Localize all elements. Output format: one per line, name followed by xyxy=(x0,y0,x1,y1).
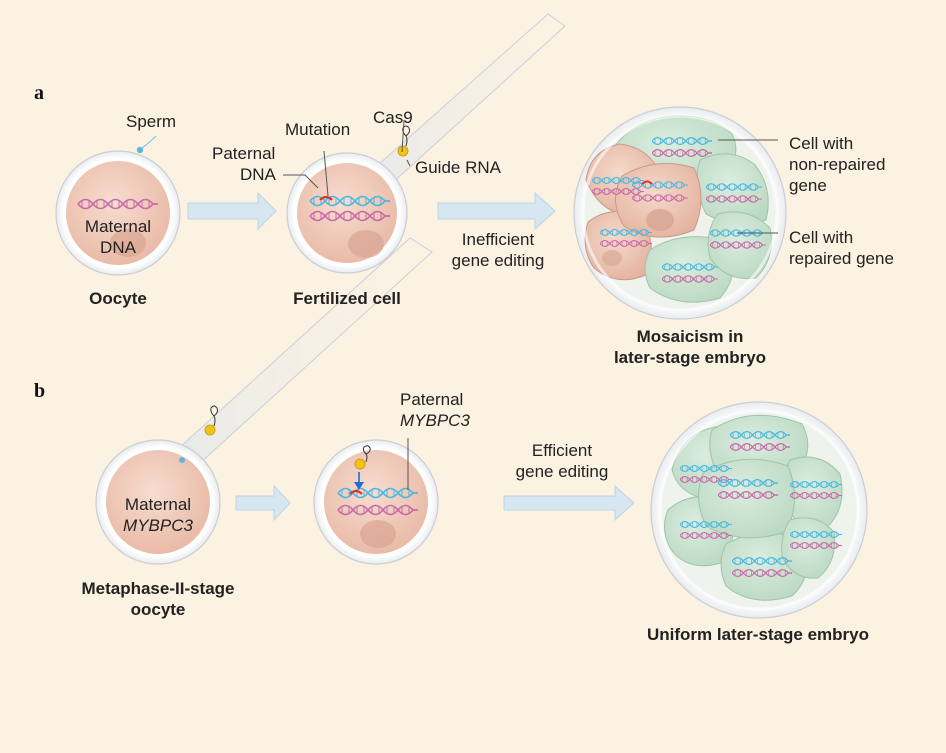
arrow-injected-to-uniform xyxy=(503,484,635,522)
caption-mosaicism-line1: Mosaicism in xyxy=(636,327,744,346)
arrow-fertilized-to-mosaic xyxy=(437,191,556,231)
injected-cell xyxy=(313,439,439,565)
label-maternal-dna-line1: Maternal xyxy=(84,217,152,236)
label-paternal-dna-line2: DNA xyxy=(240,165,276,184)
arrow-metaphase-to-injected xyxy=(235,484,291,522)
label-cell-nonrepaired-line3: gene xyxy=(789,176,827,195)
label-maternal-mybpc3-line1: Maternal xyxy=(124,495,192,514)
label-paternal-mybpc3-line1: Paternal xyxy=(400,390,464,409)
label-paternal-dna-line1: Paternal xyxy=(212,144,276,163)
label-cas9: Cas9 xyxy=(373,108,413,127)
label-paternal-mybpc3-line2: MYBPC3 xyxy=(400,411,470,430)
leader-lines xyxy=(283,119,778,490)
label-maternal-mybpc3-line2: MYBPC3 xyxy=(123,516,193,535)
label-mutation: Mutation xyxy=(285,120,351,139)
label-inefficient-line1: Inefficient xyxy=(461,230,535,249)
uniform-embryo xyxy=(650,401,868,619)
panel-label-b: b xyxy=(34,380,46,402)
label-cell-repaired-line2: repaired gene xyxy=(789,249,894,268)
metaphase-oocyte xyxy=(95,439,221,565)
label-maternal-dna-line2: DNA xyxy=(100,238,136,257)
arrow-oocyte-to-fertilized xyxy=(187,191,277,231)
caption-metaphase-line2: oocyte xyxy=(130,600,186,619)
label-efficient-line1: Efficient xyxy=(531,441,593,460)
fertilized-cell xyxy=(286,152,408,274)
caption-fertilized-cell: Fertilized cell xyxy=(293,289,401,308)
caption-mosaicism-line2: later-stage embryo xyxy=(613,348,767,367)
label-cell-nonrepaired-line1: Cell with xyxy=(789,134,854,153)
caption-oocyte: Oocyte xyxy=(89,289,147,308)
oocyte-cell xyxy=(55,150,181,276)
label-guide-rna: Guide RNA xyxy=(415,158,501,177)
label-efficient-line2: gene editing xyxy=(515,462,609,481)
label-sperm: Sperm xyxy=(126,112,177,131)
label-cell-nonrepaired-line2: non-repaired xyxy=(789,155,886,174)
caption-uniform-embryo: Uniform later-stage embryo xyxy=(647,625,869,644)
panel-label-a: a xyxy=(34,82,44,104)
mosaic-embryo xyxy=(573,106,787,320)
pipette-b xyxy=(165,237,433,475)
label-inefficient-line2: gene editing xyxy=(451,251,545,270)
label-cell-repaired-line1: Cell with xyxy=(789,228,854,247)
cas9-guide-rna-b xyxy=(179,405,219,463)
cas9-guide-rna-a xyxy=(397,125,411,157)
sperm-icon xyxy=(136,135,157,154)
caption-metaphase-line1: Metaphase-II-stage xyxy=(81,579,235,598)
